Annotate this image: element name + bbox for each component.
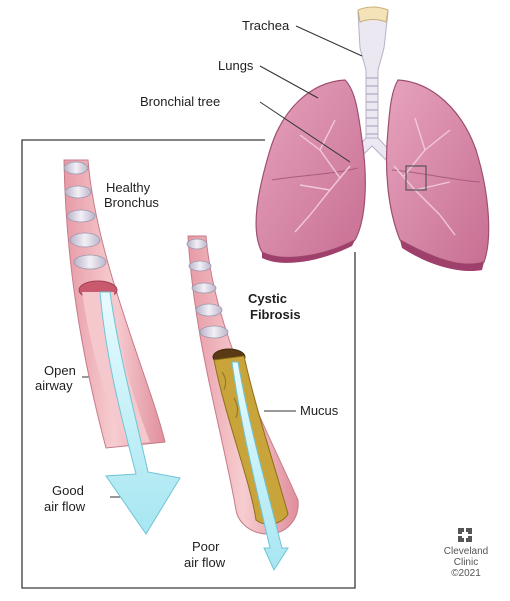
credit-brand-line2: Clinic (453, 557, 479, 568)
cartilage-rings (186, 238, 229, 339)
label-trachea: Trachea (242, 18, 290, 33)
label-good-airflow: air flow (44, 499, 86, 514)
cartilage-rings (63, 161, 107, 270)
credit-year: ©2021 (451, 568, 481, 579)
label-poor-airflow: air flow (184, 555, 226, 570)
cleveland-clinic-logo-icon (458, 528, 472, 542)
label-cystic: Cystic (248, 291, 288, 306)
label-poor: Poor (192, 539, 220, 554)
label-healthy: Healthy (106, 180, 151, 195)
right-lung (385, 79, 490, 265)
cf-bronchus (186, 235, 299, 572)
lungs-illustration (255, 6, 490, 272)
detail-frame (21, 139, 356, 589)
credit-block: Cleveland Clinic ©2021 (440, 546, 492, 579)
label-good: Good (52, 483, 84, 498)
poor-airflow-arrow (231, 361, 289, 572)
left-lung (255, 79, 366, 258)
label-bronchus: Bronchus (104, 195, 159, 210)
zoom-box (405, 165, 427, 191)
label-bronchial-tree: Bronchial tree (140, 94, 221, 109)
label-lungs: Lungs (218, 58, 254, 73)
credit-brand-line1: Cleveland (443, 546, 489, 557)
healthy-bronchus (63, 159, 181, 535)
label-fibrosis: Fibrosis (250, 307, 301, 322)
label-airway: airway (35, 378, 73, 393)
label-open: Open (44, 363, 76, 378)
good-airflow-arrow (99, 291, 181, 535)
label-mucus: Mucus (300, 403, 339, 418)
